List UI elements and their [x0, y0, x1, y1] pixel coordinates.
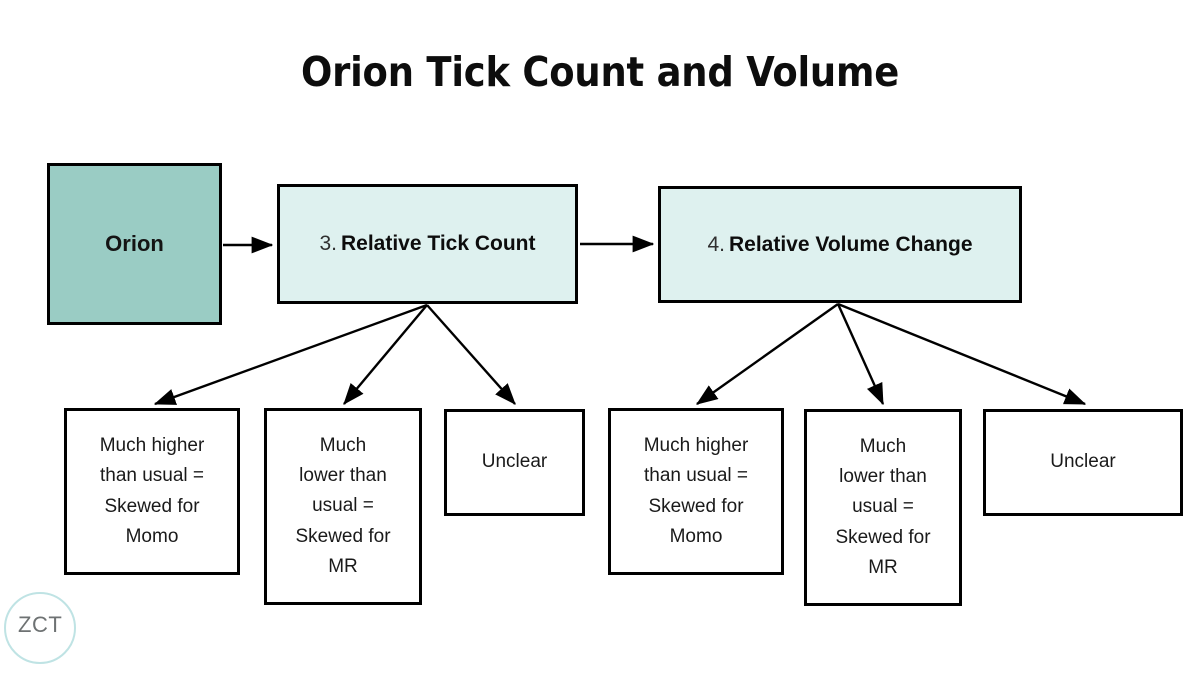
outcome-line: Much higher — [99, 435, 205, 457]
outcome-line: Skewed for — [104, 495, 200, 517]
outcome-line: Much — [859, 436, 907, 458]
stage-3-number: 3. — [319, 232, 337, 255]
outcome-line: Skewed for — [648, 495, 744, 517]
outcome-line: usual = — [852, 496, 914, 518]
arrow-stage-4-to-outcome-3 — [837, 302, 1087, 406]
stage-4-label: Relative Volume Change — [729, 232, 973, 256]
outcome-line: Much — [319, 435, 367, 457]
node-outcome-volume-momo[interactable]: Much higher than usual = Skewed for Momo — [608, 408, 784, 575]
logo-ring-icon — [4, 592, 76, 664]
arrow-stage-4-to-outcome-2 — [836, 303, 885, 406]
outcome-line: Momo — [125, 525, 179, 547]
outcome-line: Unclear — [481, 451, 548, 473]
outcome-line: lower than — [839, 466, 927, 488]
arrow-stage-4-to-outcome-1 — [696, 303, 839, 405]
node-outcome-tick-momo[interactable]: Much higher than usual = Skewed for Momo — [64, 408, 240, 575]
outcome-line: Skewed for — [835, 526, 931, 548]
outcome-line: than usual = — [99, 465, 205, 487]
stage-4-number: 4. — [707, 232, 725, 256]
arrow-stage-3-to-outcome-2 — [343, 304, 428, 405]
outcome-line: lower than — [299, 465, 387, 487]
arrow-stage-3-to-outcome-3 — [426, 304, 516, 405]
outcome-line: Much higher — [643, 435, 749, 457]
outcome-line: Momo — [669, 525, 723, 547]
page-title: Orion Tick Count and Volume — [300, 48, 900, 96]
watermark-logo: ZCT — [4, 592, 84, 672]
node-outcome-tick-unclear[interactable]: Unclear — [444, 409, 585, 516]
node-outcome-volume-mr[interactable]: Much lower than usual = Skewed for MR — [804, 409, 962, 606]
node-root-orion[interactable]: Orion — [47, 163, 222, 325]
outcome-line: MR — [868, 556, 898, 578]
outcome-line: Unclear — [1050, 451, 1116, 473]
outcome-line: MR — [328, 555, 358, 577]
outcome-line: usual = — [312, 495, 374, 517]
node-stage-relative-tick-count[interactable]: 3. Relative Tick Count — [277, 184, 578, 304]
logo-text: ZCT — [18, 612, 63, 637]
outcome-line: than usual = — [643, 465, 749, 487]
stage-3-label: Relative Tick Count — [341, 232, 536, 255]
node-outcome-volume-unclear[interactable]: Unclear — [983, 409, 1183, 516]
node-root-label: Orion — [105, 231, 164, 256]
node-stage-relative-volume-change[interactable]: 4. Relative Volume Change — [658, 186, 1022, 303]
node-outcome-tick-mr[interactable]: Much lower than usual = Skewed for MR — [264, 408, 422, 605]
outcome-line: Skewed for — [295, 525, 391, 547]
